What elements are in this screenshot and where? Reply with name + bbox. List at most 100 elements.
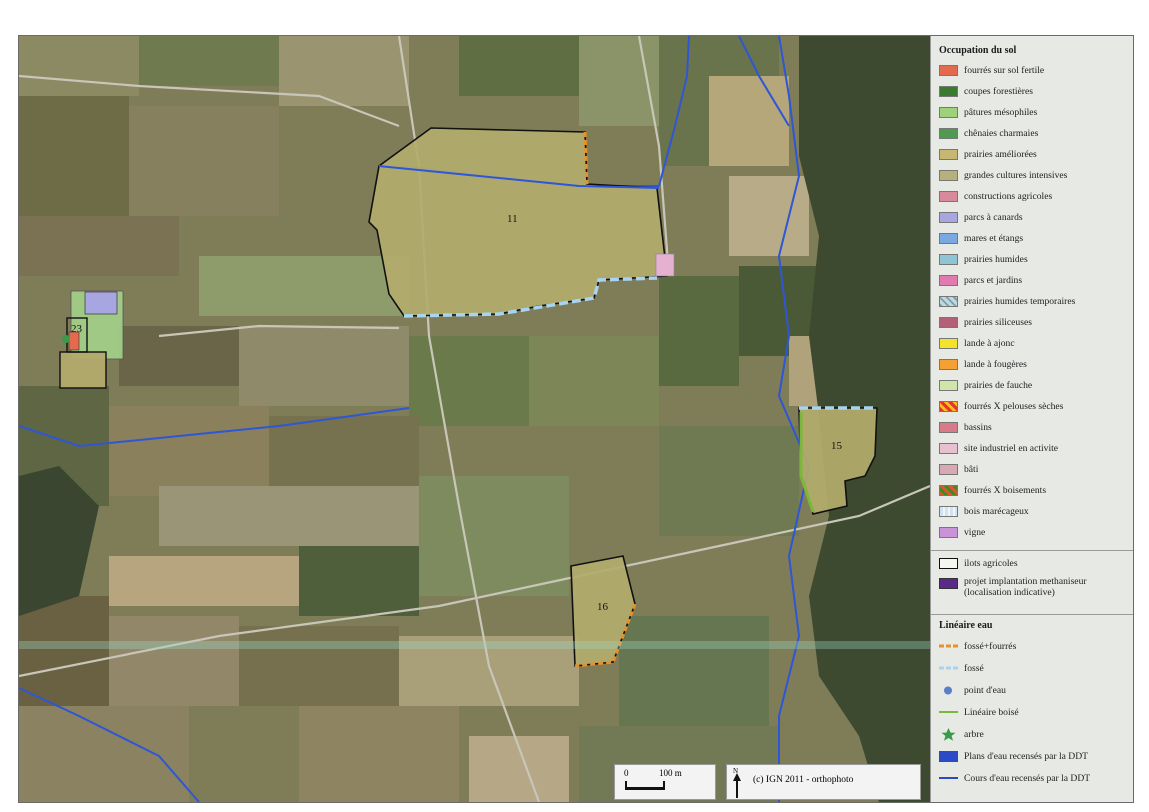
legend-water-icon: [939, 641, 958, 652]
legend-swatch: [939, 379, 958, 391]
scale-tick-right: [663, 781, 665, 790]
legend-item-11: prairies humides temporaires: [939, 291, 1133, 311]
north-letter: N: [733, 767, 739, 775]
legend-item-8: mares et étangs: [939, 228, 1133, 248]
legend-item-9: prairies humides: [939, 249, 1133, 269]
legend-item-2: pâtures mésophiles: [939, 102, 1133, 122]
legend-swatch: [939, 190, 958, 202]
legend-item-0: fourrés sur sol fertile: [939, 60, 1133, 80]
legend-panel: Occupation du sol fourrés sur sol fertil…: [930, 36, 1133, 802]
legend-item-5: grandes cultures intensives: [939, 165, 1133, 185]
parcel-11-river: [378, 165, 660, 189]
legend-label: prairies de fauche: [964, 379, 1033, 391]
legend-water-item-6: Cours d'eau recensés par la DDT: [939, 768, 1133, 788]
legend-item-12: prairies siliceuses: [939, 312, 1133, 332]
legend-swatch: [939, 316, 958, 328]
legend-label: bois marécageux: [964, 505, 1029, 517]
legend-label: parcs à canards: [964, 211, 1023, 223]
legend-swatch: [939, 274, 958, 286]
legend-water-icon: [939, 685, 958, 696]
legend-item-15: prairies de fauche: [939, 375, 1133, 395]
map-frame: 11 15 16 23 0 100 m N (c) IGN: [18, 35, 1134, 803]
tree-marker: [62, 335, 70, 343]
legend-label: chênaies charmaies: [964, 127, 1039, 139]
parcel-16-label: 16: [597, 601, 609, 613]
legend-label: fourrés sur sol fertile: [964, 64, 1045, 76]
scale-line: [625, 787, 665, 790]
credit-text: (c) IGN 2011 - orthophoto: [753, 775, 854, 785]
legend-item-13: lande à ajonc: [939, 333, 1133, 353]
legend-label: coupes forestières: [964, 85, 1033, 97]
scale-distance: 100 m: [659, 768, 682, 778]
legend-label: fourrés X pelouses sèches: [964, 400, 1064, 412]
legend-water-item-2: point d'eau: [939, 680, 1133, 700]
legend-water-icon: [939, 727, 958, 741]
legend-water-icon: [939, 750, 958, 762]
legend-swatch: [939, 337, 958, 349]
field-patches: [19, 36, 869, 802]
legend-water-item-1: fossé: [939, 658, 1133, 678]
credit-box: N (c) IGN 2011 - orthophoto: [726, 764, 921, 800]
legend-label: prairies améliorées: [964, 148, 1037, 160]
legend-item-projet: projet implantation methaniseur (localis…: [939, 576, 1133, 606]
legend-label: bassins: [964, 421, 992, 433]
parcel-23-label: 23: [71, 323, 83, 335]
legend-water-item-0: fossé+fourrés: [939, 636, 1133, 656]
legend-water-icon: [939, 773, 958, 784]
legend-swatch: [939, 463, 958, 475]
legend-swatch: [939, 127, 958, 139]
legend-swatch: [939, 232, 958, 244]
legend-water-title: Linéaire eau: [939, 620, 993, 631]
legend-swatch: [939, 106, 958, 118]
legend-item-1: coupes forestières: [939, 81, 1133, 101]
legend-swatch: [939, 211, 958, 223]
legend-item-20: fourrés X boisements: [939, 480, 1133, 500]
legend-item-17: bassins: [939, 417, 1133, 437]
legend-swatch: [939, 148, 958, 160]
legend-water-item-4: arbre: [939, 724, 1133, 744]
legend-item-22: vigne: [939, 522, 1133, 542]
parcel-15-label: 15: [831, 440, 843, 452]
legend-label: constructions agricoles: [964, 190, 1053, 202]
legend-swatch: [939, 421, 958, 433]
legend-label: lande à ajonc: [964, 337, 1015, 349]
legend-item-3: chênaies charmaies: [939, 123, 1133, 143]
legend-swatch: [939, 85, 958, 97]
legend-label: fossé: [964, 662, 984, 674]
legend-item-14: lande à fougères: [939, 354, 1133, 374]
ilots-swatch: [939, 557, 958, 569]
scale-zero: 0: [624, 768, 629, 778]
legend-item-21: bois marécageux: [939, 501, 1133, 521]
legend-label: lande à fougères: [964, 358, 1027, 370]
legend-item-6: constructions agricoles: [939, 186, 1133, 206]
legend-swatch: [939, 169, 958, 181]
legend-label: site industriel en activite: [964, 442, 1059, 454]
legend-swatch: [939, 526, 958, 538]
parcel-11-ditch: [403, 276, 658, 318]
scan-band: [19, 641, 930, 649]
parcel-11-label: 11: [507, 213, 518, 225]
legend-label: pâtures mésophiles: [964, 106, 1038, 118]
parcel-16-ditch: [574, 603, 637, 668]
legend-water-item-3: Linéaire boisé: [939, 702, 1133, 722]
legend-water-icon: [939, 663, 958, 674]
legend-label: prairies humides temporaires: [964, 295, 1076, 307]
legend-item-ilots: ilots agricoles: [939, 553, 1133, 573]
legend-swatch: [939, 484, 958, 496]
legend-label: prairies humides: [964, 253, 1028, 265]
legend-label: fourrés X boisements: [964, 484, 1047, 496]
scale-bar: 0 100 m: [614, 764, 716, 800]
north-arrow-icon: [733, 773, 741, 798]
legend-item-16: fourrés X pelouses sèches: [939, 396, 1133, 416]
parcel-23-field[interactable]: [59, 351, 107, 389]
parcel-23-duck-park: [84, 291, 118, 315]
legend-label: point d'eau: [964, 684, 1006, 696]
legend-item-4: prairies améliorées: [939, 144, 1133, 164]
legend-swatch: [939, 505, 958, 517]
parcel-23-box[interactable]: [66, 317, 88, 353]
legend-label: bâti: [964, 463, 979, 475]
parcel-16-area[interactable]: [570, 555, 636, 667]
legend-swatch: [939, 295, 958, 307]
legend-label: parcs et jardins: [964, 274, 1023, 286]
parcel-15-hedge: [799, 412, 815, 513]
